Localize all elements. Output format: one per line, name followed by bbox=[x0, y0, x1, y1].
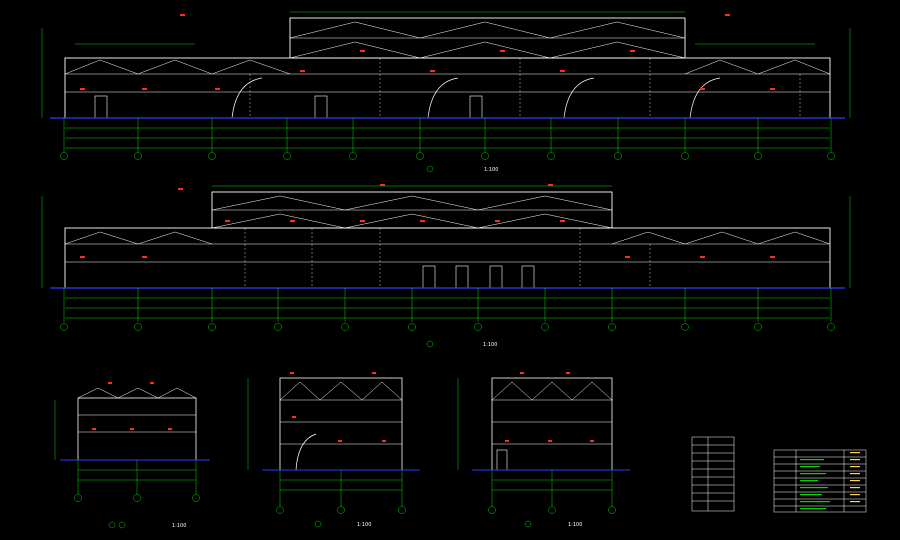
top-elevation-title-marker bbox=[426, 165, 434, 173]
small-right-section: 1:100 bbox=[457, 372, 630, 528]
middle-upper-trusses bbox=[211, 195, 613, 229]
small-center-scale: 1:100 bbox=[357, 522, 371, 528]
middle-interior-dashes bbox=[244, 228, 651, 288]
top-upper-trusses bbox=[289, 21, 686, 59]
small-center-ramp bbox=[295, 433, 317, 471]
middle-rebar-tags bbox=[80, 184, 775, 258]
top-rebar-tags bbox=[80, 14, 775, 90]
top-lower-trusses bbox=[64, 59, 831, 75]
middle-elevation-title-marker bbox=[426, 340, 434, 348]
top-elevation-scale: 1:100 bbox=[484, 167, 498, 173]
small-right-scale: 1:100 bbox=[568, 522, 582, 528]
top-interior-dashes bbox=[249, 58, 801, 118]
top-ramps bbox=[231, 77, 721, 119]
small-left-elevation: 1:100 bbox=[54, 382, 210, 529]
middle-dimensions bbox=[41, 185, 851, 319]
small-center-section: 1:100 bbox=[247, 372, 420, 528]
middle-lower-trusses bbox=[64, 231, 831, 245]
top-elevation: 1:100 bbox=[41, 11, 851, 173]
small-left-scale: 1:100 bbox=[172, 523, 186, 529]
middle-elevation-scale: 1:100 bbox=[483, 342, 497, 348]
legend-table bbox=[691, 436, 735, 512]
top-dimensions bbox=[41, 11, 851, 149]
schedule-table bbox=[773, 449, 867, 513]
top-axis-markers bbox=[60, 118, 835, 160]
middle-elevation: 1:100 bbox=[41, 184, 851, 348]
middle-axis-markers bbox=[60, 288, 835, 331]
